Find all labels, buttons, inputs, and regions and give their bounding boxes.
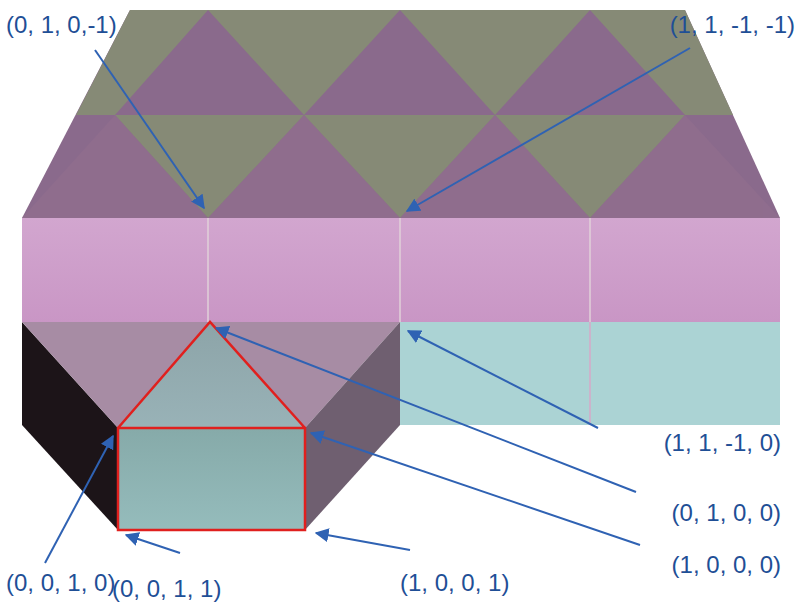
leader-arrows xyxy=(45,48,690,563)
red-outline xyxy=(118,322,305,530)
house-roof xyxy=(118,322,305,428)
purple-triangles xyxy=(22,115,780,218)
teal-band xyxy=(400,322,780,425)
house-body xyxy=(118,428,305,530)
triangle-band xyxy=(22,10,780,218)
coordinate-label: (0, 1, 0, 0) xyxy=(672,500,781,526)
coordinate-label: (1, 0, 0, 1) xyxy=(400,570,509,596)
coordinate-label: (0, 0, 1, 1) xyxy=(112,576,221,602)
pink-band xyxy=(22,218,780,322)
band-seams xyxy=(208,218,590,322)
coordinate-label: (0, 0, 1, 0) xyxy=(6,570,115,596)
coordinate-label: (0, 1, 0,-1) xyxy=(6,12,117,38)
coordinate-label: (1, 1, -1, 0) xyxy=(664,430,781,456)
coordinate-label: (1, 1, -1, -1) xyxy=(670,12,795,38)
coordinate-label: (1, 0, 0, 0) xyxy=(672,552,781,578)
cube-right-face xyxy=(305,322,400,530)
band-seam xyxy=(589,322,591,425)
